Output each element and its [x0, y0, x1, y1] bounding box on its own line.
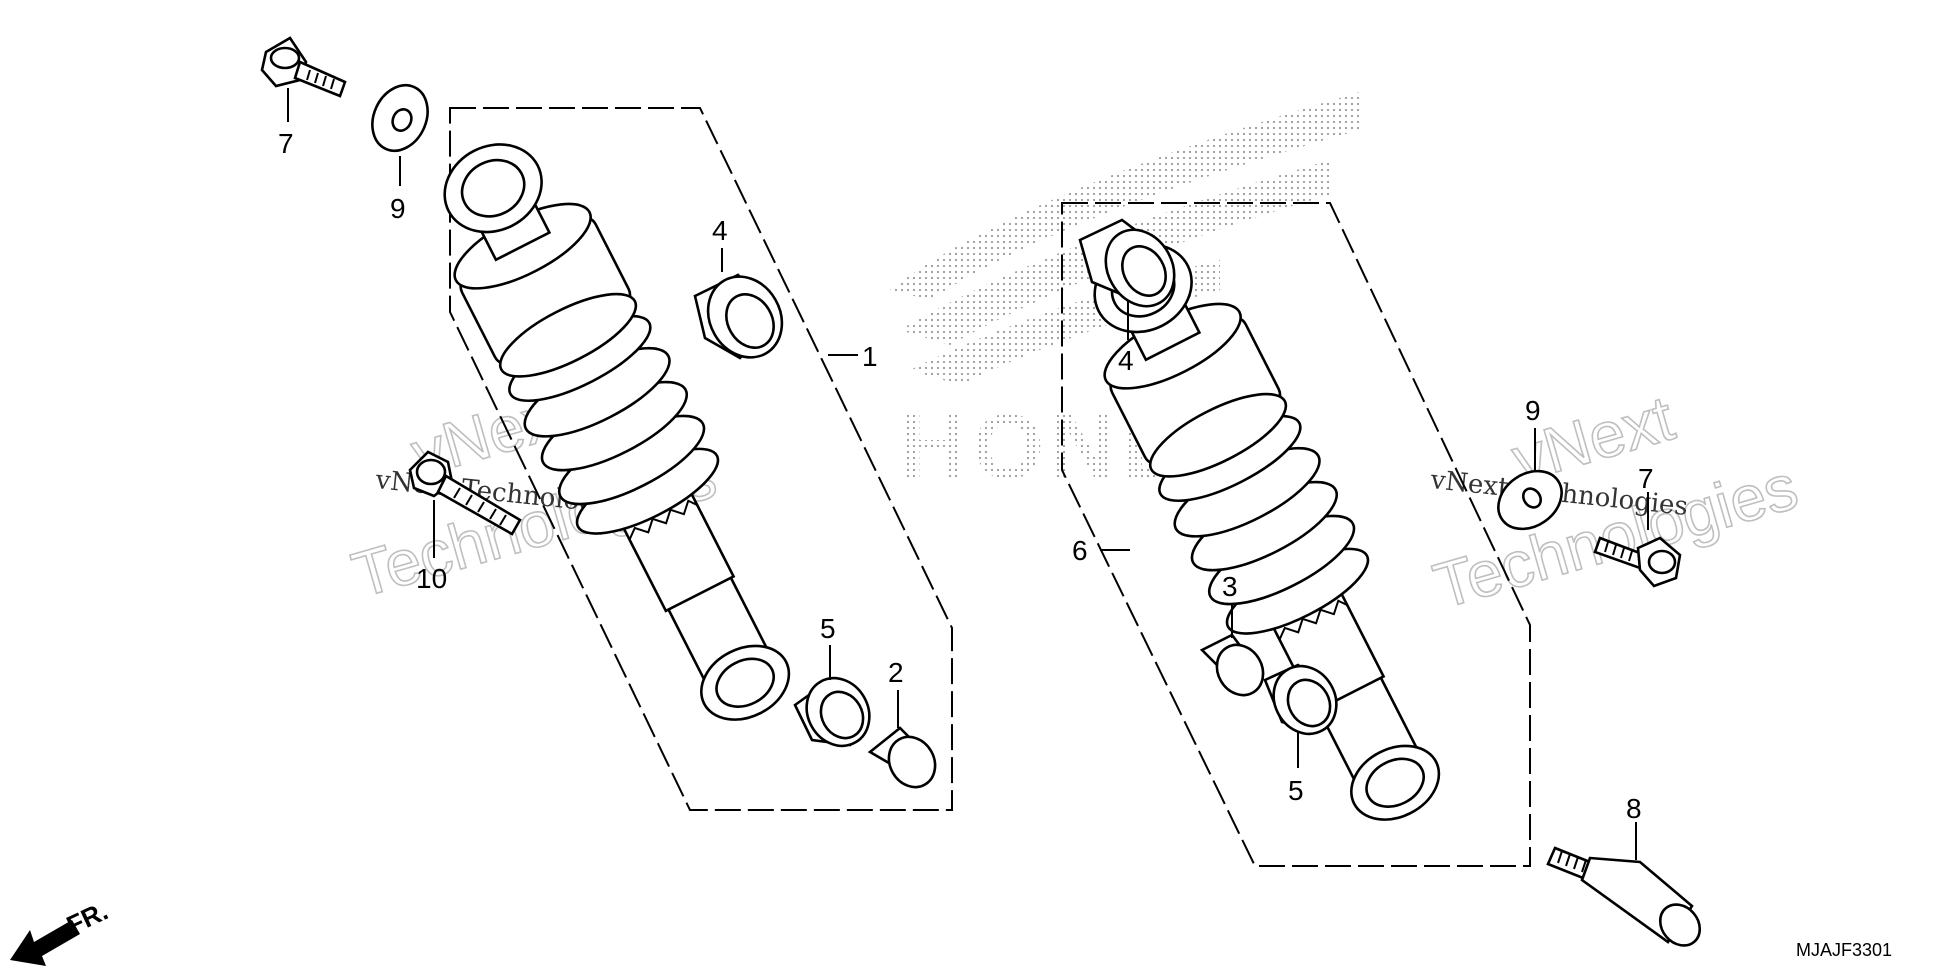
bushing-4-right [1078, 218, 1176, 308]
front-direction-indicator: FR. [10, 896, 113, 966]
bushing-4-left [693, 273, 784, 360]
front-arrow-icon [10, 920, 80, 966]
callout-6: 6 [1072, 535, 1088, 566]
callout-10: 10 [416, 563, 447, 594]
bolt-10 [408, 450, 522, 536]
bushing-5-right [1263, 663, 1338, 736]
callout-4-right: 4 [1118, 345, 1134, 376]
collar-3 [1199, 633, 1265, 697]
collar-2 [867, 726, 937, 789]
shock-absorber-right [1093, 243, 1441, 821]
bolt-7-right [1593, 536, 1682, 588]
callout-3: 3 [1222, 571, 1238, 602]
assembly-boundary-right [1061, 202, 1531, 867]
callout-9-right: 9 [1525, 395, 1541, 426]
bushing-5-left [793, 676, 871, 748]
callout-2: 2 [888, 657, 904, 688]
leader-lines [287, 88, 1649, 860]
washer-9-left [371, 83, 429, 153]
callout-9-left: 9 [390, 193, 406, 224]
callout-1: 1 [862, 341, 878, 372]
callout-7-right: 7 [1638, 463, 1654, 494]
shock-absorber-left [443, 143, 791, 721]
callout-4-left: 4 [712, 215, 728, 246]
washer-9-right [1497, 469, 1563, 531]
callout-5-right: 5 [1288, 775, 1304, 806]
callout-8: 8 [1626, 793, 1642, 824]
callout-7-left: 7 [278, 128, 294, 159]
bolt-7-left [260, 36, 347, 98]
assembly-boundary-left [449, 107, 953, 811]
callout-5-left: 5 [820, 613, 836, 644]
stud-8 [1546, 846, 1702, 947]
catalog-code: MJAJF3301 [1796, 940, 1892, 960]
